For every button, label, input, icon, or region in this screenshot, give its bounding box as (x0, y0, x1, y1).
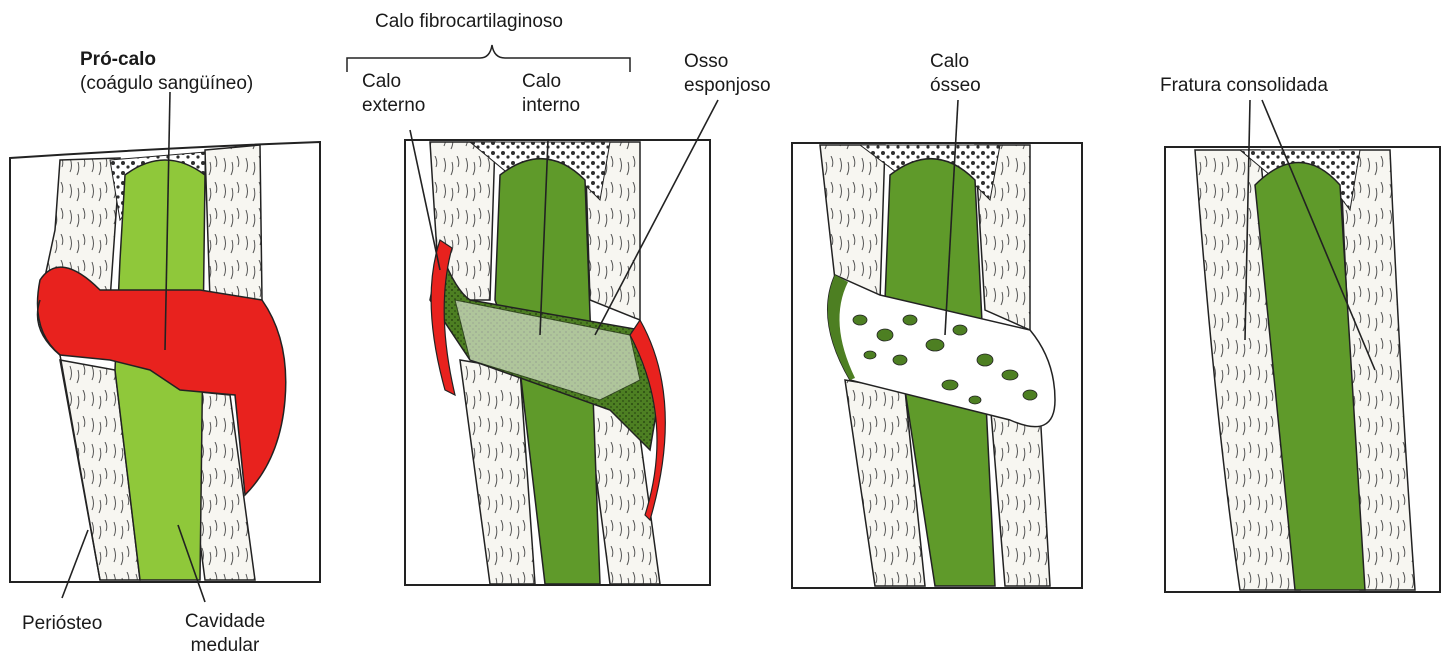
calo-fibro-bracket (347, 45, 630, 72)
label-fratura-consolidada: Fratura consolidada (1160, 74, 1328, 98)
label-periosteo: Periósteo (22, 612, 102, 636)
label-calo-osseo-2: ósseo (930, 74, 981, 98)
panel-fratura-consolidada (1165, 100, 1440, 592)
label-calo-externo-1: Calo (362, 70, 401, 94)
label-calo-interno-1: Calo (522, 70, 561, 94)
panel-calo-fibrocartilaginoso (347, 45, 718, 585)
label-pro-calo: Pró-calo (80, 48, 156, 72)
label-cavidade: Cavidade (170, 610, 280, 634)
label-calo-osseo-1: Calo (930, 50, 969, 74)
label-calo-interno-2: interno (522, 94, 580, 118)
label-osso-esponjoso-1: Osso (684, 50, 728, 74)
panel-1-cortex-right (205, 145, 262, 300)
panel-pro-calo (10, 92, 320, 602)
label-osso-esponjoso-2: esponjoso (684, 74, 771, 98)
panel-calo-osseo (792, 100, 1082, 588)
label-calo-externo-2: externo (362, 94, 425, 118)
label-medular: medular (170, 634, 280, 658)
label-calo-fibrocartilaginoso: Calo fibrocartilaginoso (375, 10, 563, 34)
label-coagulo: (coágulo sangüíneo) (80, 72, 253, 96)
